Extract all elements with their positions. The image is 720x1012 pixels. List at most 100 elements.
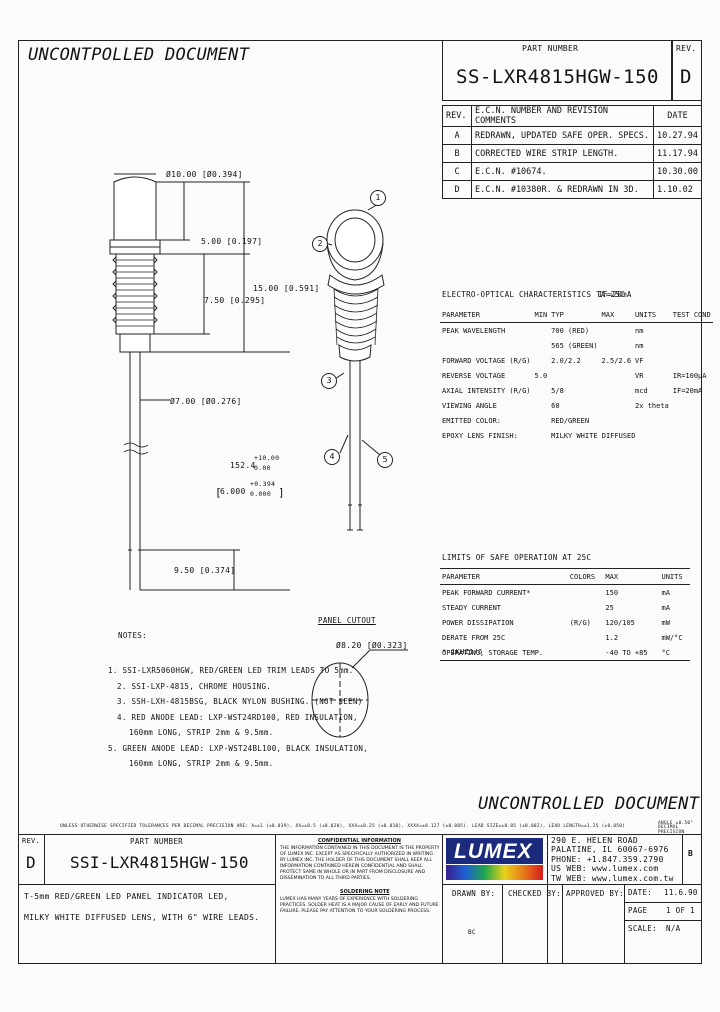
part-number-box	[442, 40, 672, 101]
cell	[533, 398, 550, 413]
bracket-right: ]	[278, 486, 285, 499]
electro-optical-table: PARAMETER MIN TYP MAX UNITS TEST COND PE…	[440, 307, 713, 443]
rev-letter: D	[680, 66, 692, 88]
cell: 1.2	[605, 633, 619, 642]
ecn-cell: E.C.N. #10380R. & REDRAWN IN 3D.	[470, 180, 655, 199]
cell: 25	[605, 603, 614, 612]
address-line: PALATINE, IL 60067-6976	[551, 845, 669, 855]
logo-spectrum	[446, 865, 543, 880]
date-cell: 11.17.94	[653, 144, 702, 163]
confidential-title: CONFIDENTIAL INFORMATION	[318, 838, 401, 844]
uncontrolled-stamp-top: UNCONTPOLLED DOCUMENT	[28, 45, 250, 65]
address-line: 290 E. HELEN ROAD	[551, 836, 638, 845]
col-max: MAX	[603, 569, 660, 585]
cell	[533, 323, 550, 339]
cell: mA	[661, 588, 670, 597]
callout-5: 5	[377, 452, 393, 468]
date-cell: 1.10.02	[653, 180, 702, 199]
page-label: PAGE	[628, 906, 648, 915]
cell	[568, 645, 604, 661]
electro-optical-condition: IF=20mA	[598, 290, 632, 299]
table-row: EPOXY LENS FINISH: MILKY WHITE DIFFUSED	[440, 428, 713, 443]
cell: POWER DISSIPATION	[442, 618, 514, 627]
confidential-text: THE INFORMATION CONTAINED IN THIS DOCUME…	[280, 846, 440, 881]
title-block-top-rule	[18, 834, 702, 835]
col-parameter: PARAMETER	[440, 307, 533, 323]
part-number-label: PART NUMBER	[522, 44, 579, 53]
panel-cutout-diameter: Ø8.20 [Ø0.323]	[336, 641, 408, 650]
callout-1: 1	[370, 190, 386, 206]
cell: 120/105	[605, 618, 635, 627]
dim-15mm: 15.00 [0.591]	[253, 284, 320, 293]
cell: REVERSE VOLTAGE	[442, 371, 506, 380]
tb-drawn-divider	[502, 884, 503, 964]
cell	[440, 338, 533, 353]
cell	[671, 338, 713, 353]
us-web-link[interactable]: US WEB: www.lumex.com	[551, 864, 659, 874]
cell: °C	[661, 648, 670, 657]
cell: AXIAL INTENSITY (R/G)	[442, 386, 531, 395]
dim-152-4: 152.4	[230, 461, 256, 470]
cell: EPOXY LENS FINISH:	[442, 431, 518, 440]
table-row: DERATE FROM 25C 1.2 mW/°C	[440, 630, 690, 645]
cell	[600, 368, 634, 383]
ecn-cell: E.C.N. #10674.	[470, 162, 655, 181]
date-col-header: DATE	[653, 105, 702, 127]
tolerance-angle-note: ANGLE ±0.50° DECIMAL PRECISION	[658, 821, 694, 835]
safe-operation-footnote: * 1KHZ1/6	[442, 648, 483, 656]
cell: MILKY WHITE DIFFUSED	[551, 431, 636, 440]
col-units: UNITS	[633, 307, 671, 323]
cell: DERATE FROM 25C	[442, 633, 506, 642]
cell: IR=100µA	[672, 371, 707, 380]
cell	[600, 398, 634, 413]
table-row: 565 (GREEN)nm	[440, 338, 713, 353]
cell: IF=20mA	[672, 386, 703, 395]
tb-date-rule	[624, 902, 702, 903]
checked-by-label: CHECKED BY:	[508, 889, 561, 898]
tw-web-link[interactable]: TW WEB: www.lumex.com.tw	[551, 873, 674, 883]
cell: mA	[661, 603, 670, 612]
col-colors: COLORS	[567, 569, 604, 585]
cell: FORWARD VOLTAGE (R/G)	[442, 356, 531, 365]
date-cell: 10.30.00	[653, 162, 702, 181]
cell: VIEWING ANGLE	[442, 401, 497, 410]
note-item: 4. RED ANODE LEAD: LXP-WST24RD100, RED I…	[117, 712, 358, 722]
cell: 565 (GREEN)	[551, 341, 598, 350]
cell: 60	[551, 401, 560, 410]
callout-4: 4	[324, 449, 340, 465]
rev-col-header: REV.	[442, 105, 472, 127]
rev-cell: D	[442, 180, 472, 199]
safe-operation-header-row: PARAMETER COLORS MAX UNITS	[440, 569, 690, 585]
approved-by-label: APPROVED BY:	[566, 889, 624, 898]
dim-diameter-10: Ø10.00 [Ø0.394]	[166, 170, 243, 179]
cell: OPERATING, STORAGE TEMP.	[442, 648, 544, 657]
revision-row: A REDRAWN, UPDATED SAFE OPER. SPECS. 10.…	[442, 126, 702, 145]
cell	[671, 323, 713, 339]
cell: VR	[635, 371, 644, 380]
tb-approved-divider	[624, 884, 625, 964]
callout-2: 2	[312, 236, 328, 252]
col-parameter: PARAMETER	[440, 569, 568, 585]
phone-line: PHONE: +1.847.359.2790	[551, 854, 664, 864]
cell: mW/°C	[661, 633, 683, 642]
cell: 150	[605, 588, 619, 597]
tb-corner-divider	[682, 834, 683, 884]
dim-6-000-tol-plus: +0.394	[250, 480, 276, 488]
cell: mW	[661, 618, 670, 627]
note-item: 1. SSI-LXR5060HGW, RED/GREEN LED TRIM LE…	[108, 666, 354, 675]
lumex-logo: LUMEX	[446, 838, 543, 880]
cell	[533, 383, 550, 398]
ecn-cell: CORRECTED WIRE STRIP LENGTH.	[470, 144, 655, 163]
bracket-left: [	[215, 486, 222, 499]
side-view-drawing	[109, 173, 290, 591]
electro-optical-header-row: PARAMETER MIN TYP MAX UNITS TEST COND	[440, 307, 713, 323]
revision-row: B CORRECTED WIRE STRIP LENGTH. 11.17.94	[442, 144, 702, 163]
ecn-cell: REDRAWN, UPDATED SAFE OPER. SPECS.	[470, 126, 655, 145]
rev-cell: B	[442, 144, 472, 163]
